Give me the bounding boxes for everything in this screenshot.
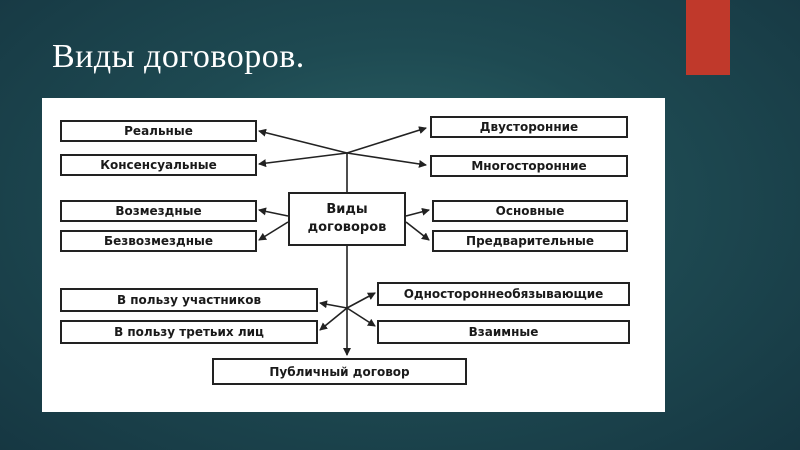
center-box: Виды договоров <box>288 192 406 246</box>
slide-title: Виды договоров. <box>52 38 305 75</box>
arrow-konsensualnye <box>258 152 348 168</box>
box-konsensualnye: Консенсуальные <box>60 154 257 176</box>
arrow-predvaritelnye <box>405 221 430 241</box>
box-realnye: Реальные <box>60 120 257 142</box>
box-v-polzu-uchastnikov: В пользу участников <box>60 288 318 312</box>
arrow-v-polzu-uchastnikov <box>319 300 348 309</box>
arrow-vzaimnye <box>346 307 376 327</box>
arrow-realnye <box>258 128 348 154</box>
box-vzaimnye: Взаимные <box>377 320 630 344</box>
arrow-osnovnye <box>405 207 430 217</box>
box-mnogostoronnie: Многосторонние <box>430 155 628 177</box>
center-box-line2: договоров <box>307 220 387 235</box>
arrow-vozmezdnye <box>258 207 289 217</box>
arrow-dvustoronnie <box>346 126 427 154</box>
arrow-mnogostoronnie <box>346 152 427 168</box>
arrow-v-polzu-tretih <box>319 307 348 331</box>
accent-bar <box>686 0 730 75</box>
box-vozmezdnye: Возмездные <box>60 200 257 222</box>
box-bezvozmezdnye: Безвозмездные <box>60 230 257 252</box>
diagram-connectors <box>258 126 430 356</box>
box-predvaritelnye: Предварительные <box>432 230 628 252</box>
diagram-panel: Реальные Консенсуальные Возмездные Безво… <box>42 98 665 412</box>
box-odnostoronneobyazyvayushchie: Одностороннеобязывающие <box>377 282 630 306</box>
center-box-line1: Виды <box>326 202 368 217</box>
arrow-bezvozmezdnye <box>258 221 289 241</box>
box-v-polzu-tretih-lits: В пользу третьих лиц <box>60 320 318 344</box>
arrow-odnostoronne <box>346 292 376 309</box>
box-osnovnye: Основные <box>432 200 628 222</box>
box-publichnyi-dogovor: Публичный договор <box>212 358 467 385</box>
box-dvustoronnie: Двусторонние <box>430 116 628 138</box>
